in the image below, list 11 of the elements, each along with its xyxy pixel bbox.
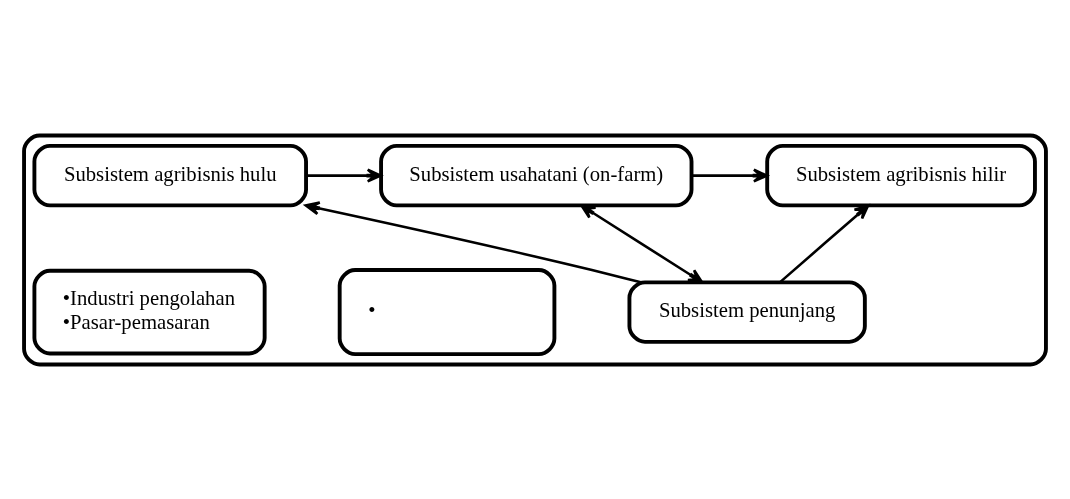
arrow <box>691 168 769 183</box>
node-box: Subsistem usahatani (on-farm) <box>379 143 694 207</box>
node-box: Subsistem agribisnis hilir <box>765 143 1037 207</box>
node-box: Subsistem agribisnis hulu <box>32 143 308 207</box>
node-box: • <box>337 267 557 356</box>
arrow <box>306 168 382 183</box>
cluster <box>22 133 1048 366</box>
node-box: •Industri pengolahan •Pasar-pemasaran <box>32 268 267 355</box>
arrow <box>779 203 870 283</box>
node-box: Subsistem penunjang <box>627 279 867 344</box>
arrow <box>304 200 642 284</box>
